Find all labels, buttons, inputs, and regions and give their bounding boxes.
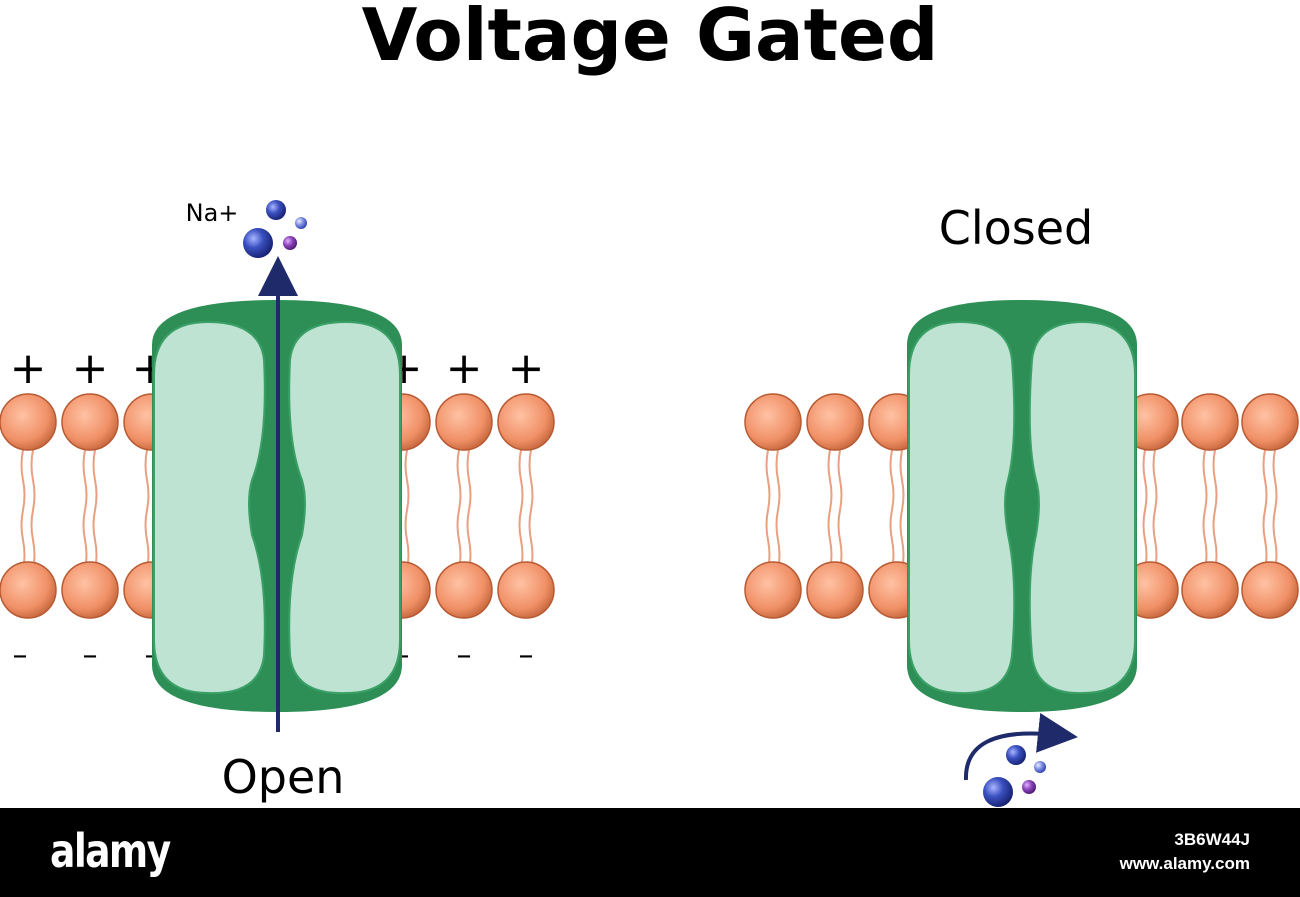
lipid-tail xyxy=(456,449,462,577)
negative-charge: – xyxy=(519,638,534,673)
phospholipid-head xyxy=(1241,393,1299,451)
sodium-ions-closed xyxy=(983,745,1046,807)
ion-large xyxy=(983,777,1013,807)
lipid-tail xyxy=(1262,449,1268,577)
phospholipid-head xyxy=(497,393,555,451)
lipid-tail xyxy=(899,449,905,577)
phospholipid-head xyxy=(435,561,493,619)
site-url: www.alamy.com xyxy=(1119,854,1250,873)
phospholipid-head xyxy=(744,393,802,451)
lipid-tail xyxy=(1272,449,1278,577)
lipid-tail xyxy=(518,449,524,577)
ion-small xyxy=(1034,761,1046,773)
lipid-tail xyxy=(30,449,36,577)
lipid-tail xyxy=(82,449,88,577)
ion-large xyxy=(243,228,273,258)
positive-charge: + xyxy=(72,343,109,394)
footer-bar: alamy 3B6W44J www.alamy.com xyxy=(0,808,1300,897)
phospholipid-head xyxy=(806,393,864,451)
phospholipid-head xyxy=(61,561,119,619)
phospholipid-head xyxy=(1241,561,1299,619)
page-title: Voltage Gated xyxy=(362,0,939,77)
ion-label: Na+ xyxy=(186,199,239,227)
positive-charge: + xyxy=(446,343,483,394)
phospholipid-head xyxy=(61,393,119,451)
ion-small xyxy=(295,217,307,229)
channel-subunit-right xyxy=(1028,320,1136,695)
lipid-tail xyxy=(20,449,26,577)
closed-label: Closed xyxy=(939,201,1094,255)
channel-subunit-left xyxy=(908,320,1016,695)
negative-charge: – xyxy=(457,638,472,673)
lipid-tail xyxy=(889,449,895,577)
ion-small-purple xyxy=(1022,780,1036,794)
open-label: Open xyxy=(222,750,345,804)
lipid-tail xyxy=(1202,449,1208,577)
phospholipid-head xyxy=(1181,393,1239,451)
lipid-tail xyxy=(1152,449,1158,577)
negative-charge: – xyxy=(83,638,98,673)
ion-small-purple xyxy=(283,236,297,250)
sodium-ions xyxy=(243,200,307,258)
lipid-tail xyxy=(404,449,410,577)
lipid-tail xyxy=(1212,449,1218,577)
phospholipid-head xyxy=(435,393,493,451)
ion-medium xyxy=(1006,745,1026,765)
channel-subunit-left xyxy=(153,320,266,695)
phospholipid-head xyxy=(497,561,555,619)
lipid-tail xyxy=(144,449,150,577)
phospholipid-head xyxy=(744,561,802,619)
lipid-tail xyxy=(765,449,771,577)
ion-medium xyxy=(266,200,286,220)
phospholipid-head xyxy=(0,393,57,451)
closed-channel-protein xyxy=(907,300,1137,712)
lipid-tail xyxy=(528,449,534,577)
lipid-tail xyxy=(775,449,781,577)
positive-charge: + xyxy=(10,343,47,394)
brand-logo: alamy xyxy=(50,824,171,878)
phospholipid-head xyxy=(0,561,57,619)
phospholipid-head xyxy=(806,561,864,619)
lipid-tail xyxy=(466,449,472,577)
image-id: 3B6W44J xyxy=(1174,830,1250,849)
channel-subunit-right xyxy=(288,320,401,695)
lipid-tail xyxy=(92,449,98,577)
positive-charge: + xyxy=(508,343,545,394)
lipid-tail xyxy=(837,449,843,577)
phospholipid-head xyxy=(1181,561,1239,619)
lipid-tail xyxy=(827,449,833,577)
ion-deflection-arrow xyxy=(963,713,1078,781)
lipid-tail xyxy=(1142,449,1148,577)
negative-charge: – xyxy=(13,638,28,673)
